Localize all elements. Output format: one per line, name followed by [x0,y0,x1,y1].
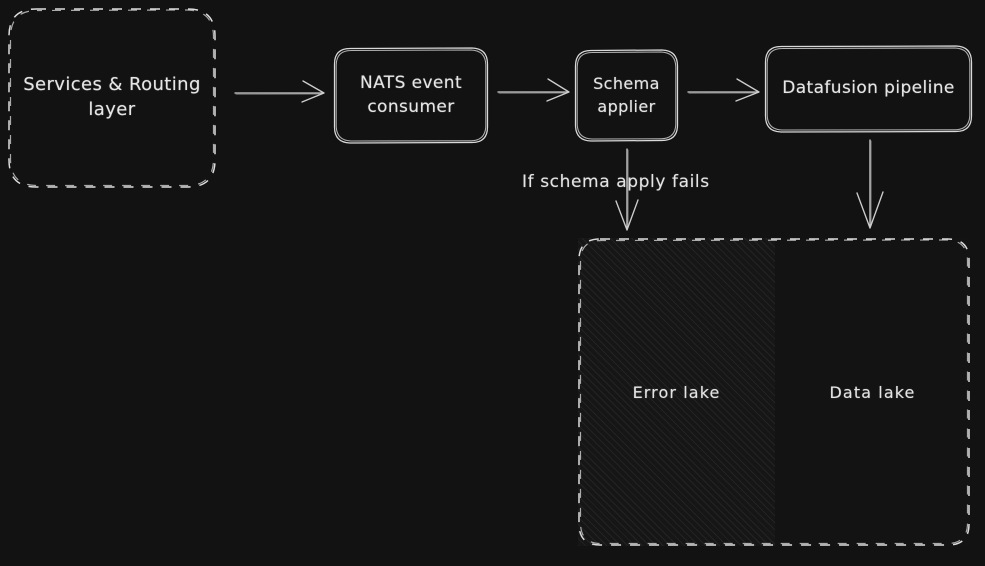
edge-label-schema-failure: If schema apply fails [522,172,710,192]
arrow-schema-to-error-lake [615,148,639,231]
arrow-services-to-nats [234,80,325,103]
arrow-datafusion-to-data-lake [856,139,884,229]
node-datafusion-pipeline[interactable]: Datafusion pipeline [764,45,973,133]
arrow-nats-to-schema [497,78,570,102]
arrow-schema-to-datafusion [687,78,760,102]
